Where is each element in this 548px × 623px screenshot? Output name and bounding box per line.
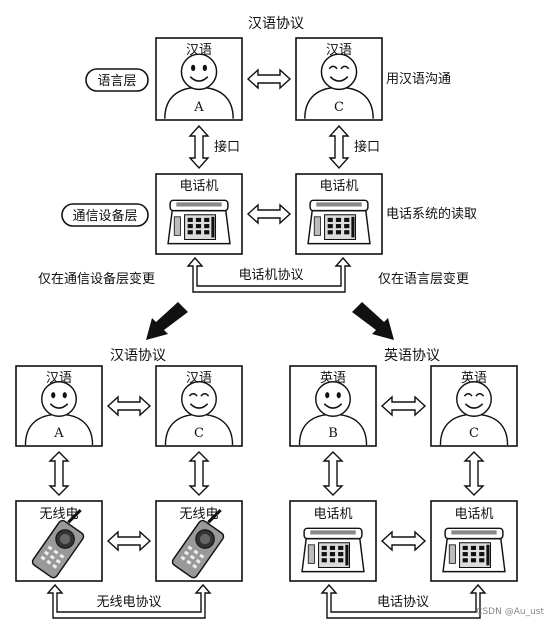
- br-person-b-letter: B: [328, 426, 338, 441]
- watermark: CSDN @Au_ust: [476, 607, 544, 617]
- comm-layer-label: 通信设备层: [72, 208, 137, 224]
- double-arrow-icon: [246, 68, 292, 90]
- br-phone-c-title: 电话机: [454, 507, 493, 522]
- telephone-icon: [167, 199, 231, 245]
- bl-radio-a-title: 无线电: [39, 507, 78, 522]
- bl-radio-protocol: 无线电协议: [96, 595, 161, 610]
- br-person-b-box: 英语 B: [289, 365, 377, 447]
- top-phone-c-box: 电话机: [295, 173, 383, 255]
- change-left-note: 仅在通信设备层变更: [38, 271, 155, 287]
- top-interface-right: 接口: [354, 139, 380, 155]
- double-arrow-icon: [246, 203, 292, 225]
- language-layer-tag: 语言层: [85, 68, 149, 92]
- top-language-note: 用汉语沟通: [386, 72, 451, 87]
- bl-radio-a-box: 无线电: [15, 500, 103, 582]
- telephone-icon: [307, 199, 371, 245]
- top-person-a-letter: A: [193, 100, 204, 115]
- bl-radio-c-box: 无线电: [155, 500, 243, 582]
- br-phone-b-box: 电话机: [289, 500, 377, 582]
- bl-person-c-letter: C: [194, 426, 204, 441]
- top-person-c-title: 汉语: [326, 43, 352, 58]
- top-person-c-letter: C: [334, 100, 344, 115]
- top-phone-a-box: 电话机: [155, 173, 243, 255]
- double-arrow-icon: [106, 530, 152, 552]
- top-protocol-label: 汉语协议: [248, 16, 304, 32]
- top-phone-a-title: 电话机: [179, 179, 218, 194]
- double-arrow-icon: [188, 451, 210, 496]
- top-phone-note: 电话系统的读取: [386, 206, 477, 222]
- double-arrow-icon: [380, 530, 427, 552]
- bl-person-a-box: 汉语 A: [15, 365, 103, 447]
- br-phone-c-box: 电话机: [430, 500, 518, 582]
- br-person-c-box: 英语 C: [430, 365, 518, 447]
- u-connector-arrow: [320, 583, 487, 619]
- language-layer-label: 语言层: [97, 74, 136, 89]
- comm-layer-tag: 通信设备层: [61, 203, 149, 227]
- top-phone-protocol: 电话机协议: [238, 268, 303, 283]
- top-person-a-title: 汉语: [186, 43, 212, 58]
- bl-person-c-box: 汉语 C: [155, 365, 243, 447]
- top-person-c-box: 汉语 C: [295, 37, 383, 121]
- double-arrow-icon: [380, 395, 427, 417]
- double-arrow-icon: [48, 451, 70, 496]
- telephone-icon: [442, 527, 506, 573]
- br-phone-b-title: 电话机: [313, 507, 352, 522]
- bl-radio-c-title: 无线电: [179, 507, 218, 522]
- double-arrow-icon: [188, 124, 210, 170]
- br-person-c-letter: C: [469, 426, 479, 441]
- u-connector-arrow: [186, 256, 352, 293]
- double-arrow-icon: [463, 451, 485, 496]
- double-arrow-icon: [322, 451, 344, 496]
- arrow-down-left-icon: [146, 302, 188, 340]
- double-arrow-icon: [106, 395, 152, 417]
- u-connector-arrow: [46, 583, 212, 619]
- top-interface-left: 接口: [214, 139, 240, 155]
- top-phone-c-title: 电话机: [319, 179, 358, 194]
- change-right-note: 仅在语言层变更: [378, 271, 469, 287]
- arrow-down-right-icon: [352, 302, 394, 340]
- bottom-right-protocol-label: 英语协议: [384, 347, 440, 364]
- top-person-a-box: 汉语 A: [155, 37, 243, 121]
- br-phone-protocol: 电话协议: [377, 595, 429, 610]
- bl-person-a-letter: A: [53, 426, 64, 441]
- bottom-left-protocol-label: 汉语协议: [110, 348, 166, 364]
- telephone-icon: [301, 527, 365, 573]
- double-arrow-icon: [328, 124, 350, 170]
